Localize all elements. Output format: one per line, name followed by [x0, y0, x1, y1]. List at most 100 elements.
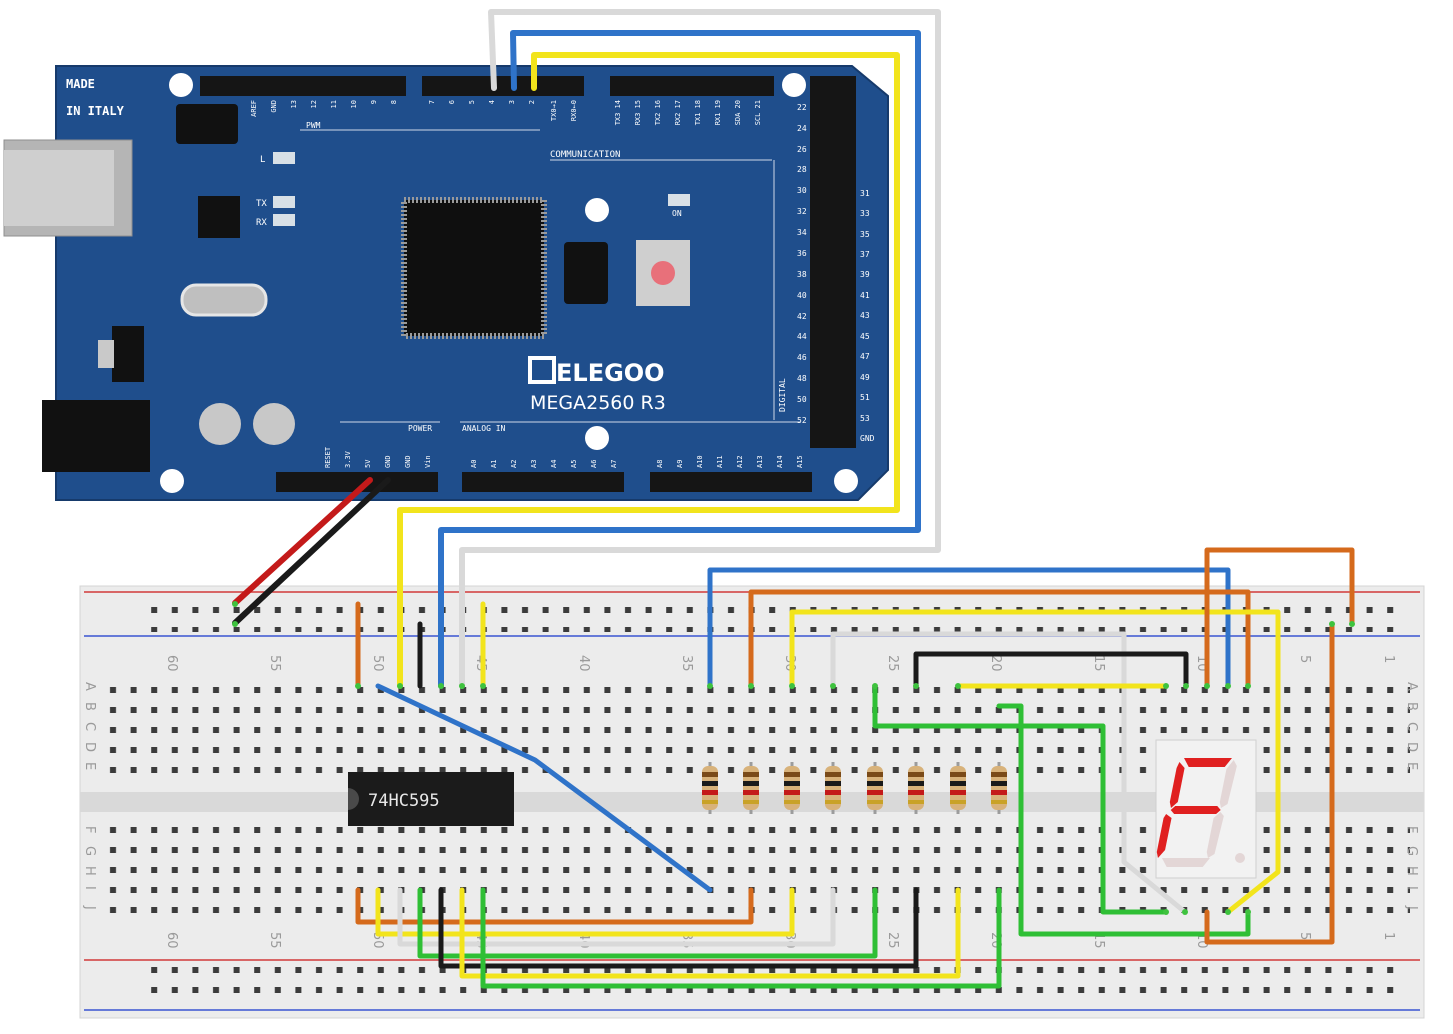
- pin-label: A4: [550, 460, 558, 468]
- wire-orange-display: [748, 589, 1251, 689]
- pin-label: TX2 16: [654, 100, 662, 125]
- col-num-top: 20: [988, 655, 1003, 672]
- led-l: [273, 152, 295, 164]
- pin-labels-top-left: AREF GND 13 12 11 10 9 8: [250, 100, 398, 117]
- usb-chip: [198, 196, 240, 238]
- wire-orange-common: [1204, 621, 1335, 945]
- row-letter: D: [82, 742, 97, 752]
- segment-a: [1184, 758, 1232, 767]
- pin-label: 8: [390, 100, 398, 104]
- pin-label: 3: [508, 100, 516, 104]
- wire-blue-pin3: [438, 30, 921, 689]
- led-on: [668, 194, 690, 206]
- pin-label: A13: [756, 455, 764, 468]
- pin-label: A7: [610, 460, 618, 468]
- pin-label: A0: [470, 460, 478, 468]
- resistor: [702, 762, 718, 814]
- mount-hole: [834, 469, 858, 493]
- led-tx: [273, 196, 295, 208]
- made-label: MADE: [66, 77, 95, 91]
- pin-label: 12: [310, 100, 318, 108]
- wire-green-chip-1: [417, 887, 878, 959]
- pin-label: 5V: [364, 459, 372, 468]
- pin-label: 49: [860, 373, 870, 382]
- pin-label: 6: [448, 100, 456, 104]
- row-letter: E: [82, 762, 97, 770]
- header-power: [276, 472, 438, 492]
- resistor: [825, 762, 841, 814]
- pin-label: 32: [797, 207, 807, 216]
- wire-green-display-1: [872, 683, 1169, 915]
- col-num-top: 55: [267, 655, 282, 672]
- pin-label: 38: [797, 270, 807, 279]
- model-label: MEGA2560 R3: [530, 392, 666, 414]
- pin-label: A9: [676, 460, 684, 468]
- resistors: [702, 762, 1007, 814]
- pin-label: 31: [860, 189, 870, 198]
- row-letter: A: [82, 682, 97, 691]
- pin-label: 45: [860, 332, 870, 341]
- pin-label: 53: [860, 414, 870, 423]
- row-letter: B: [1404, 702, 1419, 711]
- segment-dp: [1235, 853, 1245, 863]
- pin-label: 51: [860, 393, 870, 402]
- pin-label: AREF: [250, 100, 258, 117]
- header-analog-a: [462, 472, 624, 492]
- led-on-label: ON: [672, 209, 682, 218]
- wire-white-display: [830, 631, 1188, 915]
- resistor: [991, 762, 1007, 814]
- pin-label: 36: [797, 249, 807, 258]
- pin-label: 48: [797, 374, 807, 383]
- col-num-bottom: 60: [164, 932, 179, 949]
- col-num-bottom: 5: [1297, 932, 1312, 940]
- pin-labels-digital-right: 31 33 35 37 39 41 43 45 47 49 51 53 GND: [860, 189, 875, 443]
- pin-label: A8: [656, 460, 664, 468]
- row-letter: E: [1404, 762, 1419, 770]
- row-letters-right: A B C D E F G H I J: [1404, 682, 1419, 910]
- pin-label: TX0→1: [550, 100, 558, 121]
- pin-label: 22: [797, 103, 807, 112]
- pin-label: 52: [797, 416, 807, 425]
- pin-label: A10: [696, 455, 704, 468]
- segment-d: [1161, 858, 1210, 867]
- led-rx-label: RX: [256, 218, 267, 228]
- col-num-bottom: 25: [885, 932, 900, 949]
- segment-b: [1219, 760, 1237, 808]
- col-num-top: 60: [164, 655, 179, 672]
- resistor: [784, 762, 800, 814]
- pin-label: Vin: [424, 455, 432, 468]
- col-num-bottom: 1: [1381, 932, 1396, 940]
- wire-black-gnd: [232, 477, 391, 626]
- col-num-top: 25: [885, 655, 900, 672]
- pin-label: 2: [528, 100, 536, 104]
- chip-body: [348, 772, 514, 826]
- pin-label: 11: [330, 100, 338, 108]
- column-numbers-top: 60 55 50 45 40 35 30 25 20 15 10 5 1: [164, 655, 1396, 672]
- pin-label: GND: [860, 434, 875, 443]
- pin-label: 10: [350, 100, 358, 108]
- capacitor: [199, 403, 241, 445]
- pin-label: 24: [797, 124, 807, 133]
- pin-label: 41: [860, 291, 870, 300]
- pin-labels-bottom-power: RESET 3.3V 5V GND GND Vin: [324, 446, 432, 468]
- seven-segment-display: [1155, 739, 1257, 879]
- pin-label: 47: [860, 352, 870, 361]
- reset-button: [651, 261, 675, 285]
- col-num-bottom: 55: [267, 932, 282, 949]
- pin-label: RX1 19: [714, 100, 722, 125]
- col-num-top: 35: [679, 655, 694, 672]
- communication-label: COMMUNICATION: [550, 150, 620, 160]
- pin-label: 40: [797, 291, 807, 300]
- pin-label: A1: [490, 460, 498, 468]
- shift-register-chip: 74HC595: [348, 772, 514, 826]
- row-letter: J: [82, 905, 97, 910]
- usb-connector-inner: [4, 150, 114, 226]
- pin-labels-bottom-analog-a: A0 A1 A2 A3 A4 A5 A6 A7: [470, 460, 618, 468]
- row-letter: B: [82, 702, 97, 711]
- row-letter: J: [1404, 905, 1419, 910]
- row-letter: A: [1404, 682, 1419, 691]
- wire-yellow-pin2: [397, 52, 900, 689]
- pin-label: A11: [716, 455, 724, 468]
- capacitor: [253, 403, 295, 445]
